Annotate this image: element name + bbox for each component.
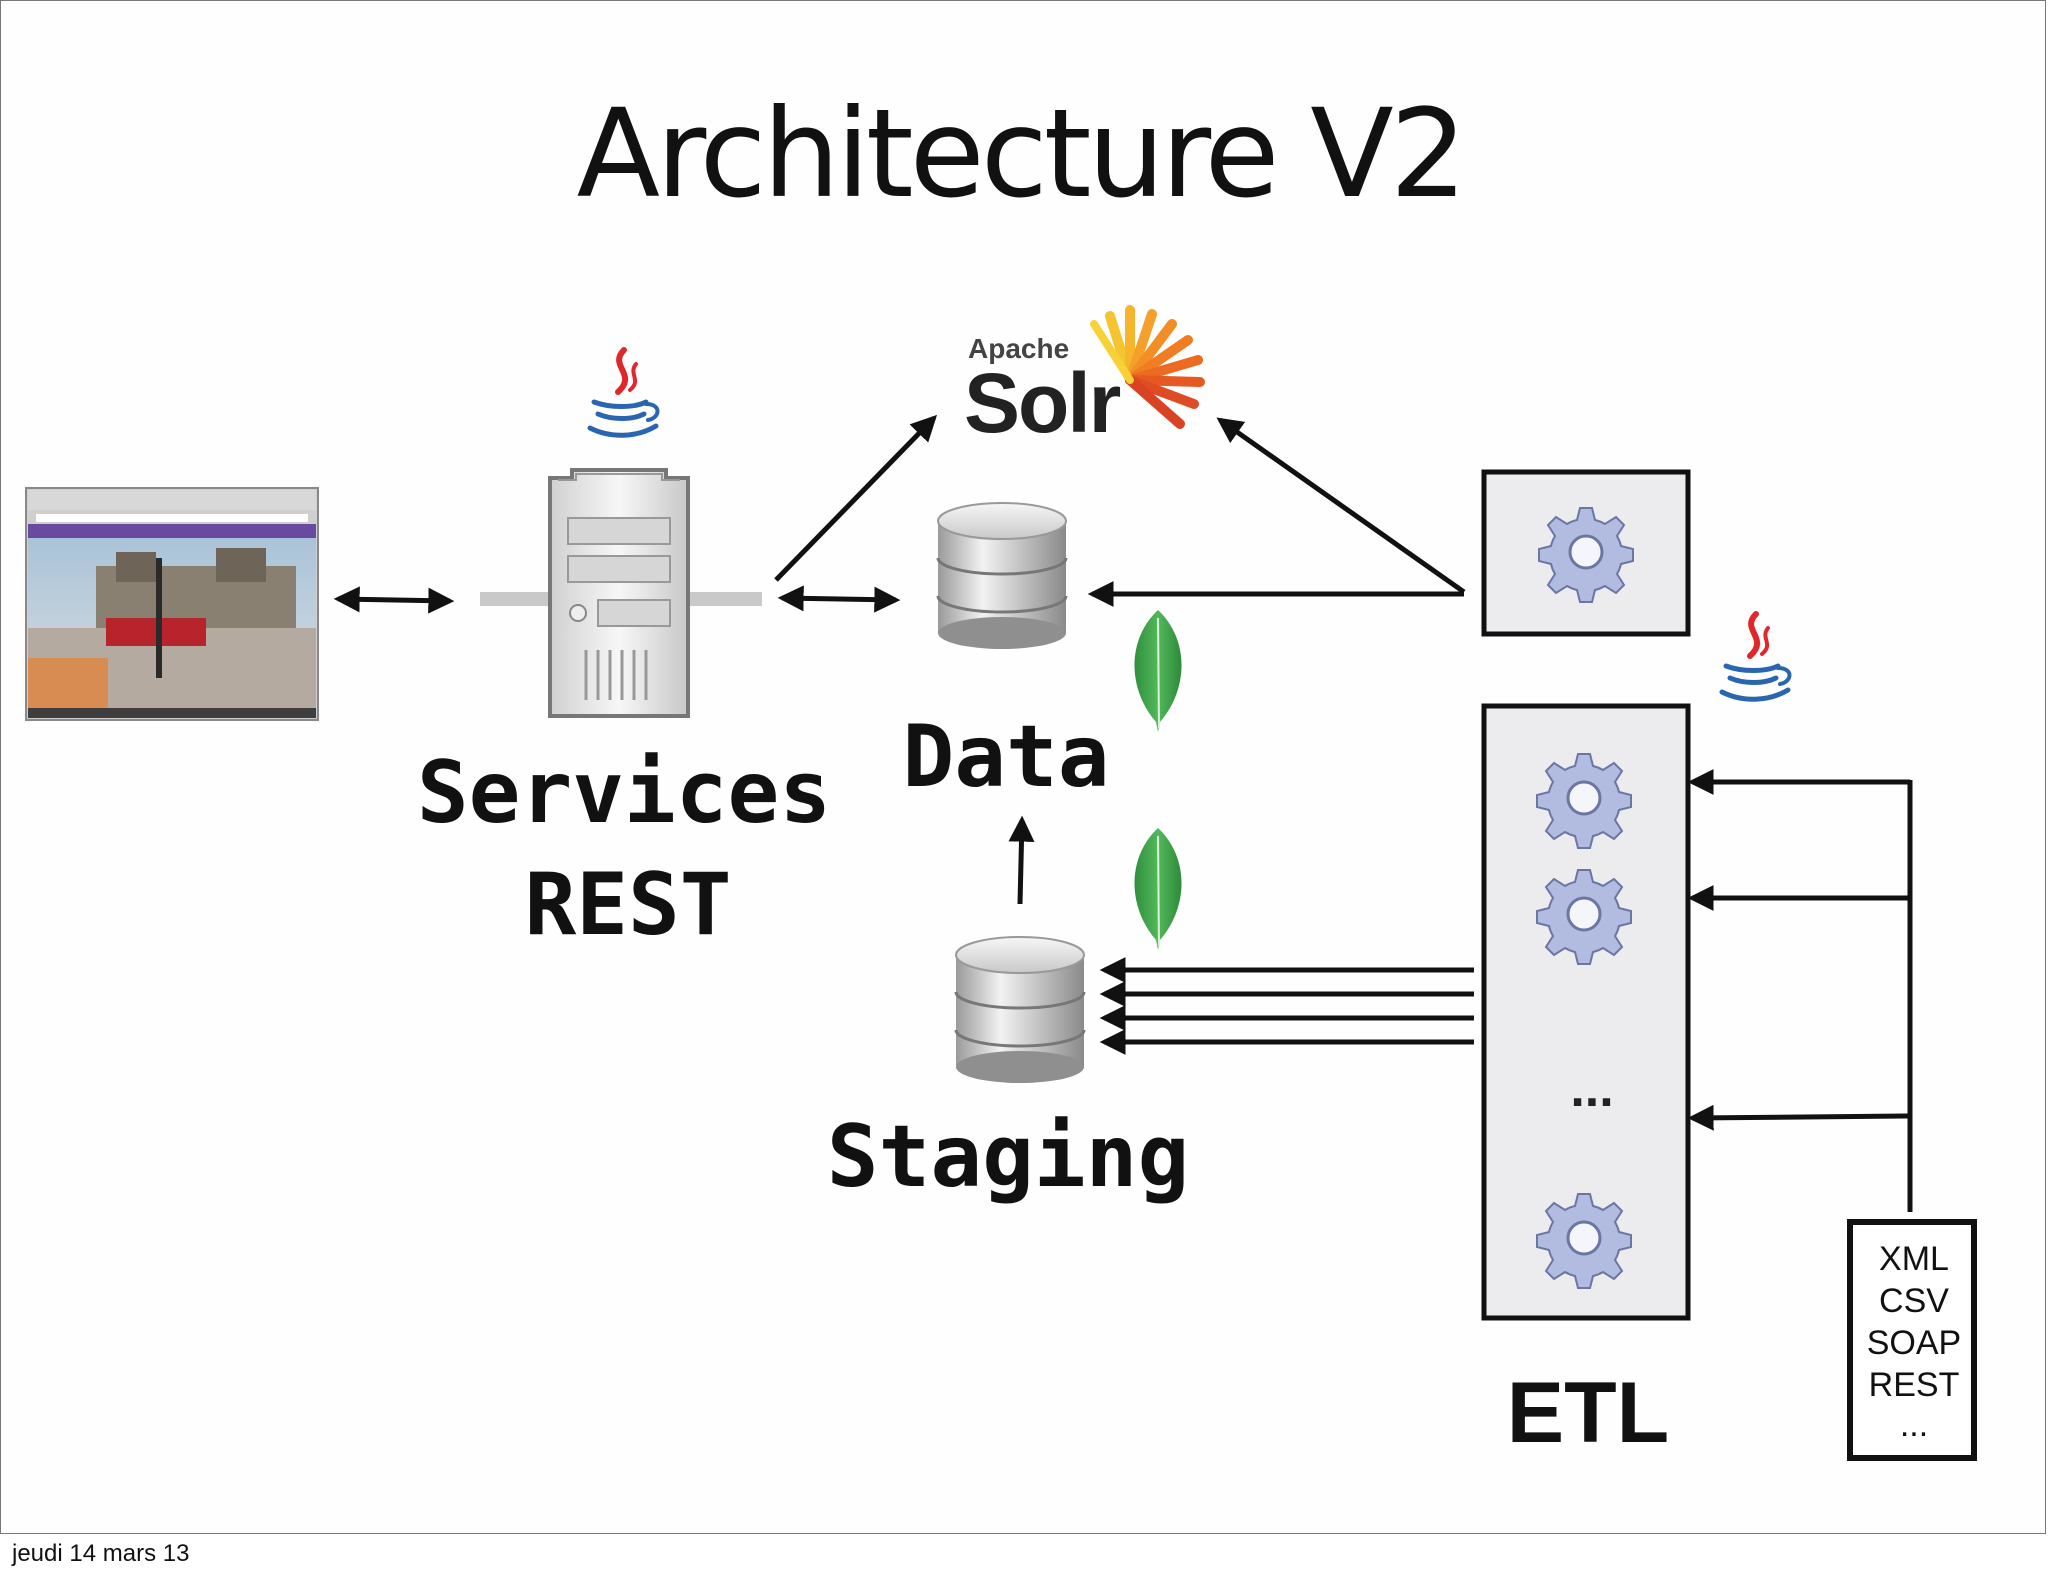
solr-apache-text: Apache bbox=[968, 333, 1069, 364]
staging-label: Staging bbox=[827, 1107, 1189, 1207]
arrow-services-data bbox=[777, 585, 901, 613]
java-logo-icon bbox=[1722, 614, 1790, 699]
browser-screenshot-icon bbox=[25, 487, 319, 721]
footer-date: jeudi 14 mars 13 bbox=[12, 1540, 190, 1567]
gear-icon bbox=[1537, 506, 1635, 604]
arrow-staging-data bbox=[1008, 815, 1035, 905]
mongodb-leaf-icon bbox=[1133, 827, 1183, 951]
java-logo-icon bbox=[590, 350, 658, 435]
services-rest-label: Services bbox=[417, 743, 831, 843]
etl-label: ETL bbox=[1507, 1365, 1669, 1461]
slide-title: Architecture V2 bbox=[577, 83, 1464, 225]
arrow-browser-services bbox=[333, 586, 455, 614]
format-soap: SOAP bbox=[1867, 1324, 1961, 1362]
formats-box bbox=[1847, 1219, 1977, 1461]
database-icon bbox=[954, 935, 1086, 1085]
gear-icon bbox=[1535, 1192, 1633, 1290]
format-csv: CSV bbox=[1879, 1282, 1949, 1320]
mongodb-leaf-icon bbox=[1133, 609, 1183, 733]
format-xml: XML bbox=[1879, 1240, 1949, 1278]
services-rest-label-line2: REST bbox=[524, 855, 731, 955]
arrow-source-etl-3 bbox=[1687, 1104, 1911, 1131]
server-icon bbox=[480, 468, 762, 718]
database-icon bbox=[936, 501, 1068, 651]
gear-icon bbox=[1535, 868, 1633, 966]
data-label: Data bbox=[902, 707, 1109, 807]
arrow-services-solr bbox=[774, 414, 938, 582]
gear-icon bbox=[1535, 752, 1633, 850]
solr-logo-icon: Apache Solr bbox=[964, 305, 1205, 450]
arrow-loader-solr bbox=[1216, 417, 1466, 595]
format-ellipsis: ... bbox=[1900, 1406, 1928, 1444]
slide-frame bbox=[0, 0, 2046, 1534]
etl-ellipsis: ... bbox=[1570, 1060, 1613, 1118]
format-rest: REST bbox=[1869, 1366, 1960, 1404]
solr-text: Solr bbox=[964, 356, 1121, 450]
